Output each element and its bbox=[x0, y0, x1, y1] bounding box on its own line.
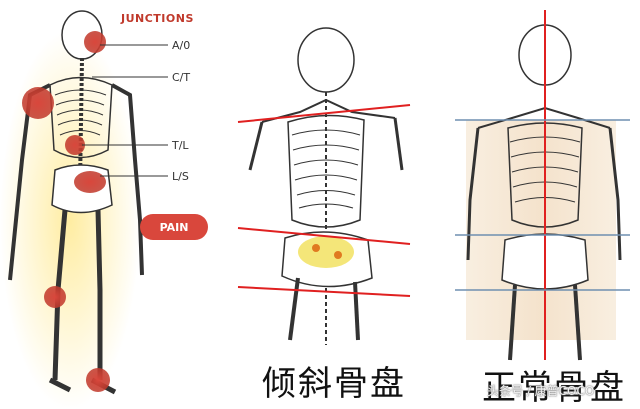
junction-label-tl: T/L bbox=[172, 139, 189, 152]
junction-label-ct: C/T bbox=[172, 71, 191, 84]
pain-spot-midback bbox=[65, 135, 85, 155]
watermark: 头条号 / 康普COCO bbox=[487, 384, 595, 398]
pain-spot-knee bbox=[44, 286, 66, 308]
junction-label-ls: L/S bbox=[172, 170, 189, 183]
tilt-line-iliac bbox=[237, 227, 411, 245]
pelvis-pain-highlight bbox=[298, 236, 354, 268]
pain-spot-neck bbox=[84, 31, 106, 53]
tilt-line-shoulders bbox=[237, 104, 411, 123]
tilt-line-hips bbox=[237, 286, 411, 297]
left-skeleton-figure bbox=[0, 10, 168, 407]
caption-tilted-pelvis: 倾斜骨盘 bbox=[262, 364, 406, 404]
tilted-skeleton-figure bbox=[237, 27, 411, 345]
pain-spot-shoulder bbox=[22, 87, 54, 119]
pain-spot-lowback bbox=[74, 171, 106, 193]
junctions-title: JUNCTIONS bbox=[121, 12, 194, 25]
normal-skeleton-figure bbox=[455, 10, 630, 361]
pain-legend-badge: PAIN bbox=[140, 214, 208, 240]
junction-label-a0: A/0 bbox=[172, 39, 191, 52]
pain-spot-foot bbox=[86, 368, 110, 392]
caption-normal-pelvis: 正常骨盘 bbox=[482, 368, 626, 408]
